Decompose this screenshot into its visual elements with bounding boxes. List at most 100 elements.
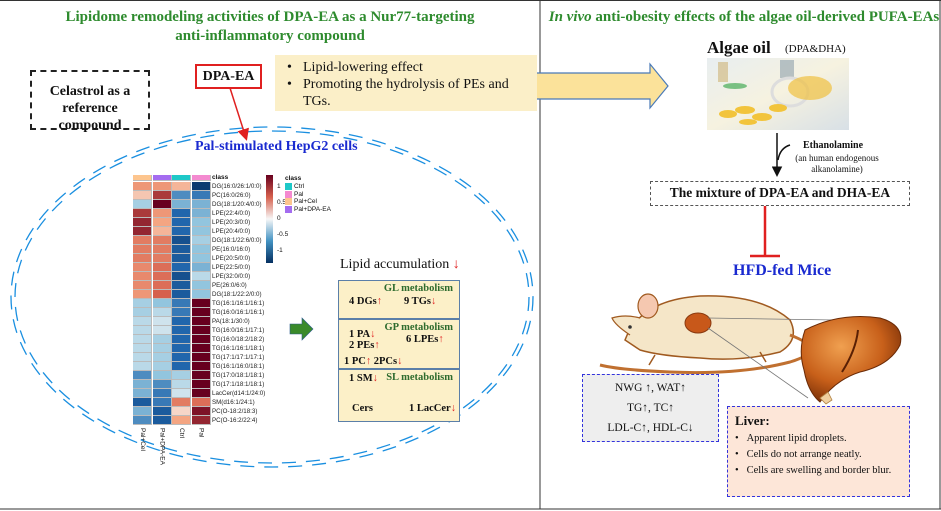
sm-item: 1 SM↓ [349, 373, 378, 384]
heatmap-cell [152, 209, 172, 218]
ethanolamine-note: (an human endogenous alkanolamine) [792, 153, 882, 175]
heatmap-cell [191, 326, 211, 335]
heatmap-cell [172, 416, 191, 425]
heatmap-cell [191, 416, 211, 425]
bullet: • [287, 60, 292, 75]
heatmap-cell [152, 218, 172, 227]
heatmap-row-label: TG(16:1/16:0/18:1) [212, 363, 265, 370]
class-bar-cell [191, 175, 211, 181]
down-arrow-icon: ↓ [450, 403, 456, 414]
heatmap-cell [133, 200, 152, 209]
heatmap-cell [191, 263, 211, 272]
gp-title: GP metabolism [384, 322, 453, 333]
red-arrow [229, 87, 249, 141]
heatmap-cell [172, 380, 191, 389]
celastrol-box: Celastrol as a reference compound [30, 70, 150, 133]
heatmap-cell [133, 245, 152, 254]
lipid-accumulation-text: Lipid accumulation [340, 257, 450, 272]
heatmap-cell [191, 254, 211, 263]
ethanolamine-note-line: (an human endogenous [795, 153, 879, 163]
heatmap-cell [152, 191, 172, 200]
heatmap-cell [172, 299, 191, 308]
heatmap-cell [172, 308, 191, 317]
pe-item: 2 PEs↑ [349, 340, 380, 351]
dg-item: 4 DGs↑ [349, 296, 382, 307]
heatmap-cell [152, 380, 172, 389]
left-panel-title: Lipidome remodeling activities of DPA-EA… [40, 8, 500, 46]
heatmap-cell [152, 335, 172, 344]
laccer-item: 1 LacCer↓ [409, 403, 456, 414]
legend-label: Pal+DPA-EA [294, 205, 331, 213]
tg-item: 9 TGs↓ [404, 296, 436, 307]
heatmap-cell [133, 272, 152, 281]
pc-text: 1 PC [344, 356, 366, 367]
heatmap-cell [133, 335, 152, 344]
heatmap-cell [191, 191, 211, 200]
heatmap-cell [172, 182, 191, 191]
heatmap-cell [133, 416, 152, 425]
lpe-item: 6 LPEs↑ [406, 334, 444, 345]
heatmap-row-label: TG(16:0/18:2/18:2) [212, 336, 265, 343]
heatmap-row-label: LPE(22:4/0:0) [212, 210, 251, 217]
heatmap-cell [133, 398, 152, 407]
heatmap-cell [172, 371, 191, 380]
heatmap-cell [133, 380, 152, 389]
left-title-line-2: anti-inflammatory compound [175, 28, 365, 44]
heatmap-row-label: TG(16:0/16:1/17:1) [212, 327, 265, 334]
cell-title: Pal-stimulated HepG2 cells [195, 139, 358, 154]
heatmap-row-label: TG(17:0/18:1/18:1) [212, 372, 265, 379]
heatmap-column-label: Pal+Cel [139, 428, 146, 451]
legend-swatch [285, 198, 292, 206]
heatmap-cell [152, 272, 172, 281]
liver-illustration [800, 316, 902, 405]
heatmap-cell [133, 218, 152, 227]
effect-text: Lipid-lowering effect [303, 60, 423, 75]
heatmap-cell [152, 371, 172, 380]
heatmap-cell [133, 371, 152, 380]
liver-item-text: Apparent lipid droplets. [746, 433, 847, 444]
class-bar-cell [152, 175, 172, 181]
tg-text: 9 TGs [404, 296, 431, 307]
heatmap-row-label: DG(18:1/20:4/0:0) [212, 201, 262, 208]
heatmap-cell [133, 209, 152, 218]
colorbar-tick: 0.5 [277, 199, 287, 206]
heatmap-cell [152, 308, 172, 317]
bullet: • [287, 77, 292, 92]
heatmap-cell [152, 344, 172, 353]
heatmap-cell [133, 281, 152, 290]
heatmap-column-label: Pal+DPA-EA [158, 428, 166, 465]
heatmap-cell [191, 353, 211, 362]
class-bar-cell [172, 175, 191, 181]
heatmap-cell [191, 218, 211, 227]
heatmap-cell [133, 191, 152, 200]
heatmap-cell [172, 326, 191, 335]
algae-oil-label: Algae oil [707, 38, 771, 57]
heatmap-cell [172, 317, 191, 326]
down-arrow-icon: ↓ [452, 257, 460, 272]
heatmap-cell [172, 344, 191, 353]
green-arrow-icon [289, 317, 314, 341]
down-arrow-icon: ↓ [397, 356, 403, 367]
class-legend-title: class [285, 175, 302, 182]
heatmap-cell [191, 398, 211, 407]
heatmap-cell [172, 191, 191, 200]
heatmap-cell [172, 362, 191, 371]
heatmap-cell [152, 236, 172, 245]
heatmap-row-label: DG(16:0/26:1/0:0) [212, 183, 262, 190]
heatmap-row-label: PA(18:1/30:0) [212, 318, 250, 325]
heatmap-cell [172, 353, 191, 362]
pe-text: 2 PEs [349, 340, 375, 351]
heatmap-cell [191, 182, 211, 191]
class-bar-cell [133, 175, 152, 181]
heatmap-cell [152, 200, 172, 209]
lpe-text: 6 LPEs [406, 334, 439, 345]
heatmap-cell [133, 254, 152, 263]
legend-swatch [285, 205, 292, 213]
heatmap-cell [152, 254, 172, 263]
dg-text: 4 DGs [349, 296, 377, 307]
class-legend-item: Ctrl [285, 183, 331, 191]
celastrol-line-1: Celastrol as a [49, 84, 131, 99]
heatmap-row-label: PC(O-16:2/22:4) [212, 417, 258, 424]
heatmap-row-label: PE(26:0/6:0) [212, 282, 247, 289]
heatmap-cell [152, 227, 172, 236]
